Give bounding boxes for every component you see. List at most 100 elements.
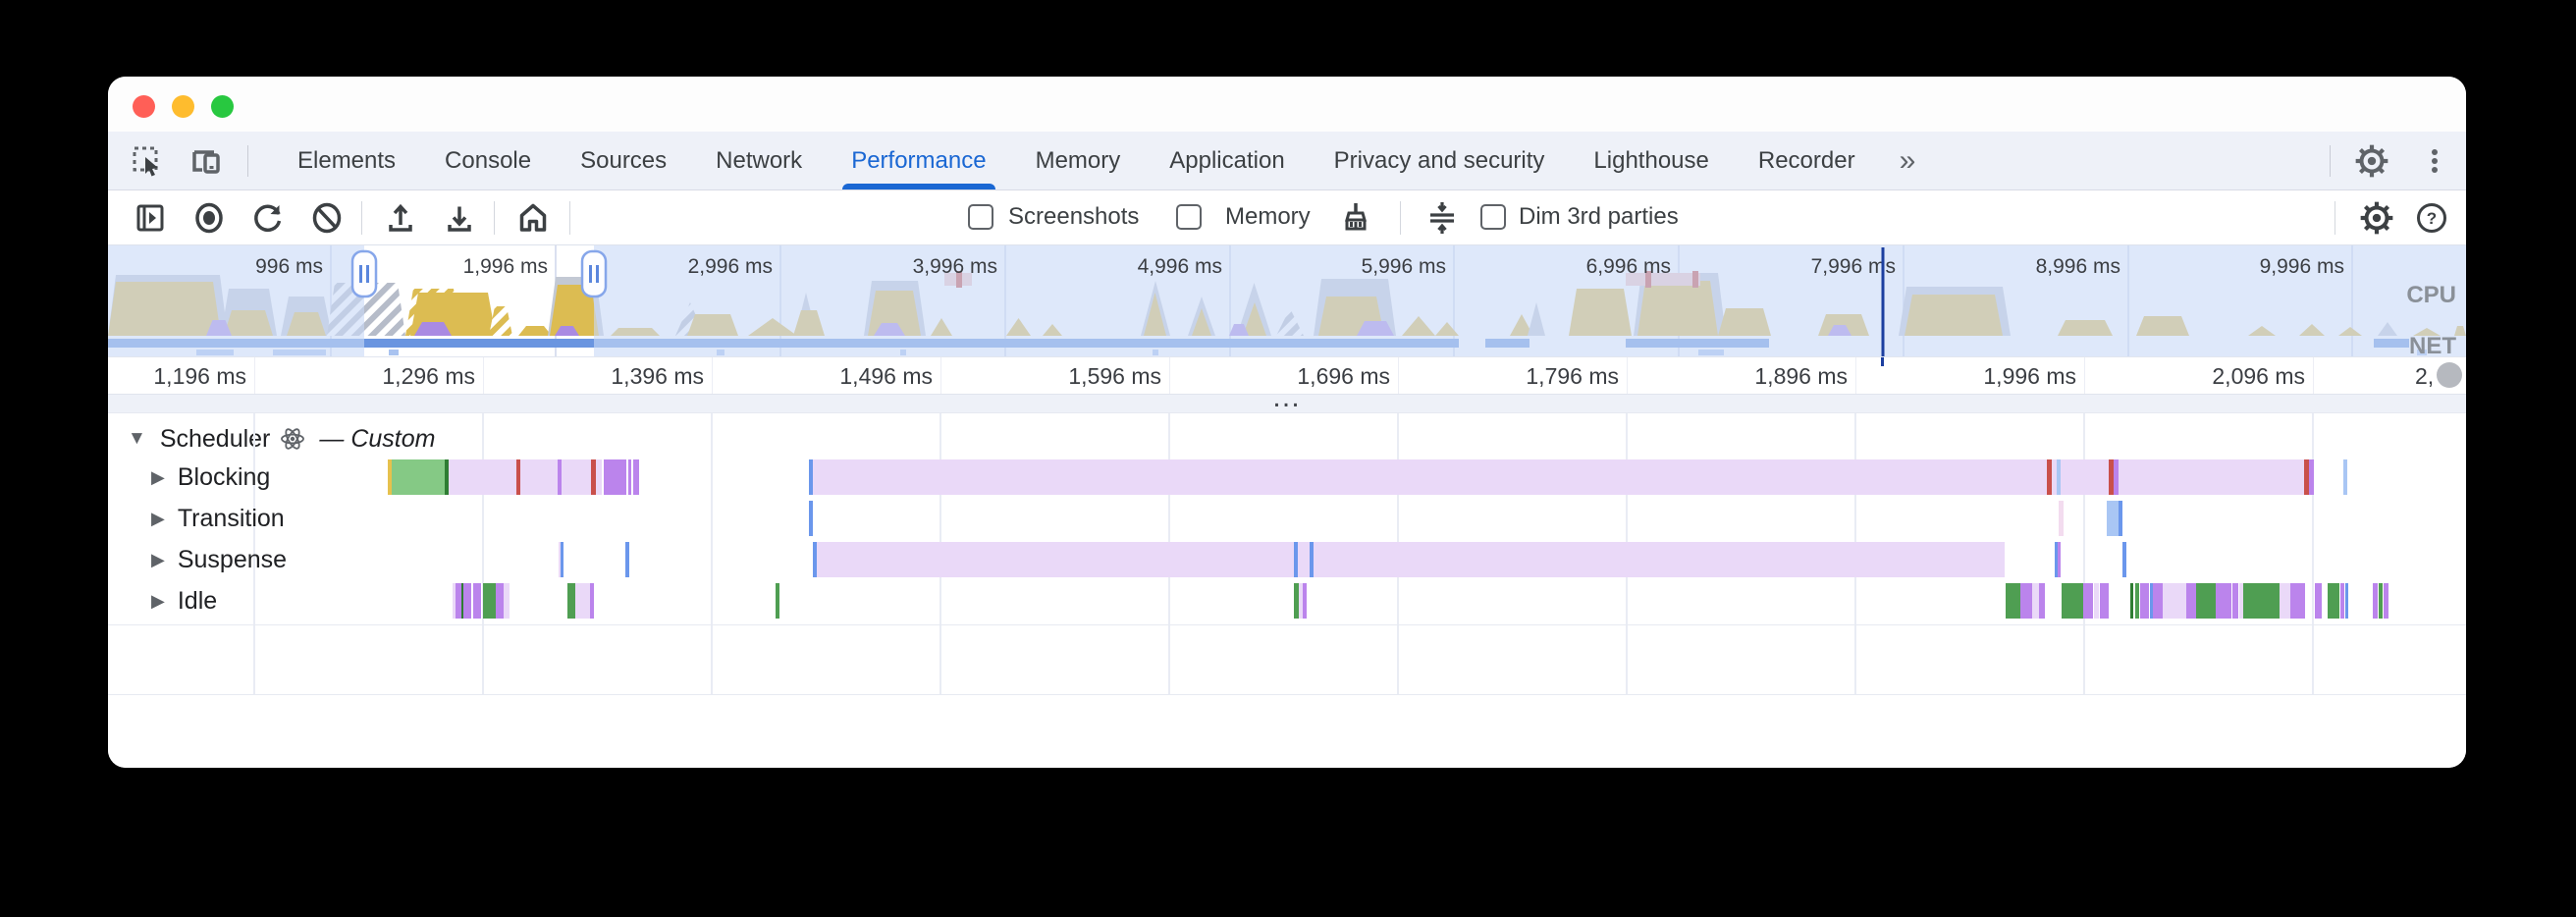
tab-application[interactable]: Application <box>1169 146 1285 174</box>
traffic-light-minimize-button[interactable] <box>172 95 194 118</box>
flame-bar[interactable] <box>2315 583 2322 619</box>
flame-bar[interactable] <box>1303 583 1307 619</box>
collapse-arrow-icon[interactable]: ▼ <box>128 428 146 449</box>
traffic-light-close-button[interactable] <box>133 95 155 118</box>
flame-bar[interactable] <box>558 459 562 495</box>
track-row-idle[interactable]: ▶Idle <box>151 583 217 619</box>
expand-arrow-icon[interactable]: ▶ <box>151 508 165 528</box>
flame-bar[interactable] <box>2006 583 2020 619</box>
selection-handle-right[interactable] <box>580 249 608 298</box>
flame-bar[interactable] <box>496 583 504 619</box>
flame-bar[interactable] <box>813 542 817 577</box>
inspect-element-button[interactable] <box>130 143 165 179</box>
memory-checkbox-label[interactable]: Memory <box>1225 203 1311 230</box>
flame-bar[interactable] <box>2039 583 2045 619</box>
flame-bar[interactable] <box>473 583 481 619</box>
flame-bar[interactable] <box>633 459 639 495</box>
traffic-light-zoom-button[interactable] <box>211 95 234 118</box>
flame-bar[interactable] <box>2153 583 2163 619</box>
tab-network[interactable]: Network <box>716 146 803 174</box>
track-row-blocking[interactable]: ▶Blocking <box>151 459 270 495</box>
track-header-scheduler[interactable]: ▼ Scheduler — Custom <box>128 423 435 455</box>
flame-bar[interactable] <box>591 459 596 495</box>
expand-arrow-icon[interactable]: ▶ <box>151 549 165 569</box>
tab-privacy-and-security[interactable]: Privacy and security <box>1333 146 1545 174</box>
flame-bar[interactable] <box>2239 583 2243 619</box>
flame-bar[interactable] <box>2114 459 2119 495</box>
flame-bar[interactable] <box>453 583 456 619</box>
capture-settings-button[interactable] <box>2358 199 2395 237</box>
flame-bar[interactable] <box>2373 583 2378 619</box>
flame-bar[interactable] <box>2058 542 2061 577</box>
flame-bar[interactable] <box>2150 583 2153 619</box>
collect-garbage-button[interactable] <box>1337 199 1374 237</box>
record-and-reload-button[interactable] <box>249 199 287 237</box>
screenshots-checkbox-label[interactable]: Screenshots <box>1008 203 1140 230</box>
track-row-suspense[interactable]: ▶Suspense <box>151 542 287 577</box>
flame-bar[interactable] <box>817 542 2005 577</box>
tab-performance[interactable]: Performance <box>827 132 1010 189</box>
flame-bar[interactable] <box>2384 583 2388 619</box>
flame-bar[interactable] <box>628 459 631 495</box>
flame-bar[interactable] <box>2343 459 2347 495</box>
flame-bar[interactable] <box>2340 583 2344 619</box>
devtools-settings-button[interactable] <box>2354 143 2389 179</box>
live-metrics-button[interactable] <box>514 199 552 237</box>
flame-bar[interactable] <box>2122 542 2126 577</box>
flame-bar[interactable] <box>809 459 813 495</box>
flame-bar[interactable] <box>2216 583 2231 619</box>
flame-bar[interactable] <box>2083 583 2093 619</box>
selection-handle-left[interactable] <box>350 249 378 298</box>
flame-bar[interactable] <box>2059 501 2064 536</box>
flame-bar[interactable] <box>561 542 564 577</box>
flame-bar[interactable] <box>461 583 463 619</box>
memory-checkbox[interactable] <box>1176 204 1202 230</box>
devtools-more-options-button[interactable] <box>2417 143 2452 179</box>
flame-bar[interactable] <box>2100 583 2109 619</box>
help-button[interactable]: ? <box>2413 199 2450 237</box>
flame-bar[interactable] <box>483 583 496 619</box>
flame-bar[interactable] <box>2232 583 2238 619</box>
flame-bar[interactable] <box>1294 583 1299 619</box>
tab-sources[interactable]: Sources <box>580 146 668 174</box>
flame-bar[interactable] <box>813 459 2314 495</box>
flame-bar[interactable] <box>2130 583 2133 619</box>
flame-bar[interactable] <box>2304 459 2309 495</box>
flame-bar[interactable] <box>2135 583 2139 619</box>
flame-bar[interactable] <box>2379 583 2383 619</box>
tab-console[interactable]: Console <box>445 146 532 174</box>
flame-bar[interactable] <box>392 459 445 495</box>
flame-bar[interactable] <box>1294 542 1298 577</box>
flame-bar[interactable] <box>2057 459 2061 495</box>
tab-recorder[interactable]: Recorder <box>1757 146 1855 174</box>
more-tabs-button[interactable]: » <box>1899 143 1916 177</box>
flame-bar[interactable] <box>2107 501 2120 536</box>
tab-elements[interactable]: Elements <box>297 146 397 174</box>
flame-bar[interactable] <box>2047 459 2052 495</box>
panel-resize-grip[interactable]: … <box>108 383 2466 413</box>
flame-bar[interactable] <box>2109 459 2114 495</box>
track-row-transition[interactable]: ▶Transition <box>151 501 285 536</box>
flame-bar[interactable] <box>596 459 602 495</box>
flame-bar[interactable] <box>2055 542 2058 577</box>
flame-bar[interactable] <box>388 459 392 495</box>
flame-bar[interactable] <box>2062 583 2083 619</box>
flame-bar[interactable] <box>809 501 813 536</box>
collapse-recording-button[interactable] <box>1423 199 1461 237</box>
flame-bar[interactable] <box>516 459 520 495</box>
flame-bar[interactable] <box>559 542 562 577</box>
flame-bar[interactable] <box>567 583 575 619</box>
screenshots-checkbox[interactable] <box>968 204 993 230</box>
flame-bar[interactable] <box>456 583 461 619</box>
save-profile-button[interactable] <box>441 199 478 237</box>
tab-memory[interactable]: Memory <box>1035 146 1121 174</box>
tab-lighthouse[interactable]: Lighthouse <box>1593 146 1709 174</box>
flame-bar[interactable] <box>2309 459 2314 495</box>
toggle-sidebar-button[interactable] <box>132 199 169 237</box>
flame-bar[interactable] <box>2032 583 2039 619</box>
flame-bar[interactable] <box>463 583 471 619</box>
expand-arrow-icon[interactable]: ▶ <box>151 466 165 487</box>
flame-bar[interactable] <box>2186 583 2196 619</box>
dim-3rd-parties-checkbox-label[interactable]: Dim 3rd parties <box>1519 203 1679 230</box>
